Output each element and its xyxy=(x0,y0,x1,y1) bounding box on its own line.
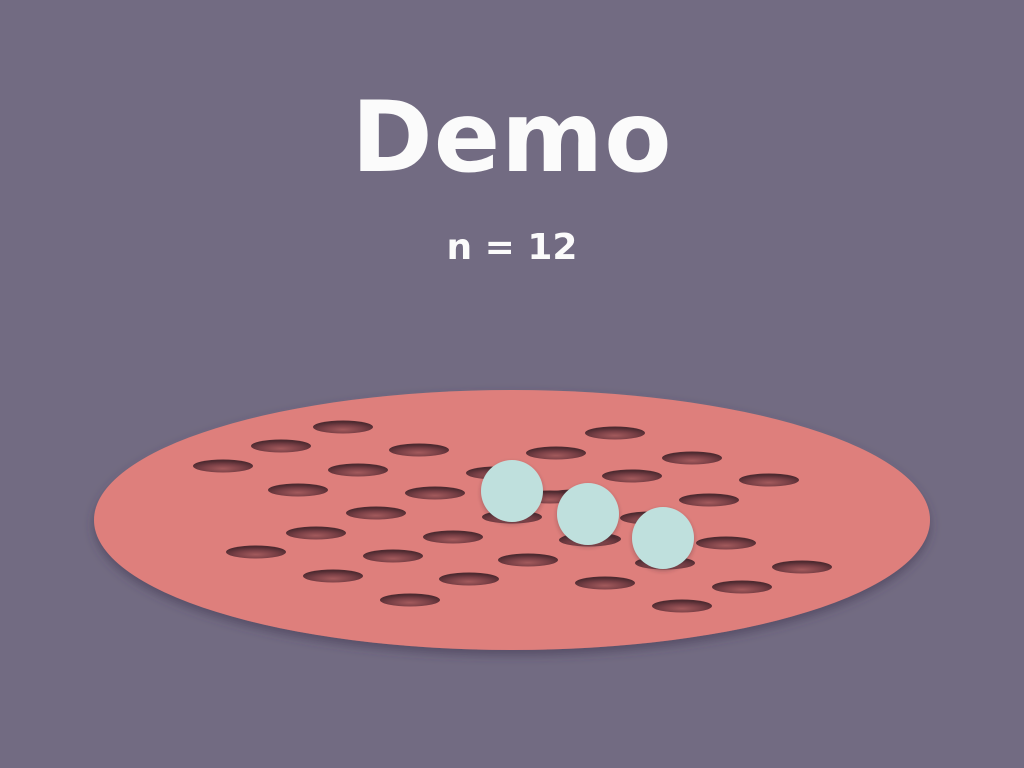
board-hole[interactable] xyxy=(652,599,712,613)
board-hole[interactable] xyxy=(712,580,772,594)
board-hole[interactable] xyxy=(679,493,739,507)
board-hole[interactable] xyxy=(575,576,635,590)
board-hole[interactable] xyxy=(696,536,756,550)
board-hole[interactable] xyxy=(193,459,253,473)
board-hole[interactable] xyxy=(251,439,311,453)
board-hole[interactable] xyxy=(526,446,586,460)
board-hole[interactable] xyxy=(602,469,662,483)
game-ball[interactable] xyxy=(632,507,694,569)
count-label: n = 12 xyxy=(446,227,578,268)
board-hole[interactable] xyxy=(739,473,799,487)
ball-group xyxy=(481,460,694,569)
board-hole[interactable] xyxy=(585,426,645,440)
board-hole[interactable] xyxy=(363,549,423,563)
board-hole[interactable] xyxy=(286,526,346,540)
board-hole[interactable] xyxy=(423,530,483,544)
page-title: Demo xyxy=(351,81,673,195)
board-hole[interactable] xyxy=(405,486,465,500)
board-hole[interactable] xyxy=(226,545,286,559)
game-ball[interactable] xyxy=(481,460,543,522)
board-hole[interactable] xyxy=(268,483,328,497)
board-hole[interactable] xyxy=(303,569,363,583)
board-hole[interactable] xyxy=(346,506,406,520)
board-hole[interactable] xyxy=(662,451,722,465)
board-hole[interactable] xyxy=(389,443,449,457)
board-hole[interactable] xyxy=(439,572,499,586)
board-hole[interactable] xyxy=(772,560,832,574)
board-hole[interactable] xyxy=(498,553,558,567)
game-ball[interactable] xyxy=(557,483,619,545)
board-hole[interactable] xyxy=(380,593,440,607)
board-hole[interactable] xyxy=(313,420,373,434)
board-hole[interactable] xyxy=(328,463,388,477)
